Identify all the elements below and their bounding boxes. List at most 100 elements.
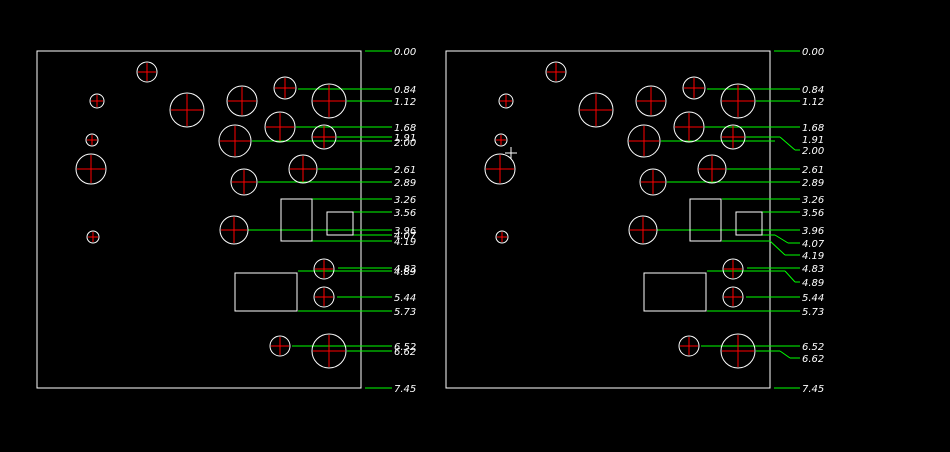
hole-circle	[635, 85, 667, 117]
dim-label: 1.91	[802, 135, 824, 146]
hole-circle	[678, 335, 700, 357]
dimension-labels: 0.00 0.84 1.12 1.68 1.91 2.00 2.61 2.89 …	[394, 47, 417, 395]
plate-outline	[445, 50, 771, 389]
hole-circle	[495, 230, 509, 244]
cutouts	[643, 198, 763, 312]
hole-circle	[311, 124, 337, 150]
dim-label: 2.00	[802, 146, 824, 157]
hole	[218, 124, 252, 158]
dim-label: 5.44	[394, 293, 416, 304]
hole	[313, 258, 335, 280]
dim-label: 7.45	[394, 384, 416, 395]
hole	[720, 333, 756, 369]
hole	[628, 215, 658, 245]
hole	[269, 335, 291, 357]
hole-circle	[722, 258, 744, 280]
hole	[136, 61, 158, 83]
hole	[682, 76, 706, 100]
hole	[498, 93, 514, 109]
crosshair-cursor-icon	[505, 147, 517, 159]
hole-circle	[639, 168, 667, 196]
hole-circle	[627, 124, 661, 158]
hole	[578, 92, 614, 128]
dim-label: 4.07	[802, 239, 825, 250]
dim-label: 4.89	[394, 267, 416, 278]
hole-circle	[545, 61, 567, 83]
hole	[722, 258, 744, 280]
hole-circle	[313, 258, 335, 280]
dim-label: 0.84	[394, 85, 416, 96]
hole	[678, 335, 700, 357]
dimension-labels: 0.00 0.84 1.12 1.68 1.91 2.00 2.61 2.89 …	[802, 47, 825, 395]
dim-label: 1.91	[394, 133, 416, 144]
hole-circle	[75, 153, 107, 185]
dim-label: 4.83	[394, 264, 416, 275]
holes	[484, 61, 756, 369]
hole-circle	[169, 92, 205, 128]
dim-label: 3.26	[802, 195, 824, 206]
hole	[85, 133, 99, 147]
dim-label: 5.44	[802, 293, 824, 304]
hole-circle	[269, 335, 291, 357]
hole-circle	[89, 93, 105, 109]
hole	[273, 76, 297, 100]
hole	[313, 286, 335, 308]
hole	[697, 154, 727, 184]
hole-circle	[720, 83, 756, 119]
hole-circle	[219, 215, 249, 245]
hole	[722, 286, 744, 308]
hole	[673, 111, 705, 143]
hole	[219, 215, 249, 245]
dim-label: 4.19	[802, 251, 824, 262]
hole-circle	[264, 111, 296, 143]
dim-label: 0.84	[802, 85, 824, 96]
hole	[495, 230, 509, 244]
dim-label: 5.73	[394, 307, 416, 318]
hole	[264, 111, 296, 143]
hole	[639, 168, 667, 196]
dim-label: 0.00	[802, 47, 824, 58]
dimension-leaders	[657, 50, 800, 389]
hole-circle	[85, 133, 99, 147]
dim-label: 6.52	[802, 342, 824, 353]
dim-label: 6.52	[394, 342, 416, 353]
hole	[635, 85, 667, 117]
hole	[311, 83, 347, 119]
hole	[288, 154, 318, 184]
hole-circle	[86, 230, 100, 244]
hole-circle	[484, 153, 516, 185]
dim-label: 1.12	[394, 97, 416, 108]
hole	[627, 124, 661, 158]
hole	[494, 133, 508, 147]
hole	[720, 124, 746, 150]
hole-circle	[313, 286, 335, 308]
dim-label: 7.45	[802, 384, 824, 395]
hole	[226, 85, 258, 117]
hole-circle	[230, 168, 258, 196]
dim-label: 4.83	[802, 264, 824, 275]
dim-label: 6.62	[394, 347, 416, 358]
dim-label: 3.96	[394, 226, 416, 237]
hole-circle	[682, 76, 706, 100]
dim-label: 1.12	[802, 97, 824, 108]
dim-label: 2.61	[394, 165, 416, 176]
hole-circle	[311, 83, 347, 119]
hole	[720, 83, 756, 119]
hole	[75, 153, 107, 185]
dim-label: 0.00	[394, 47, 416, 58]
holes	[75, 61, 347, 369]
hole-circle	[498, 93, 514, 109]
hole-circle	[720, 124, 746, 150]
dim-label: 2.89	[394, 178, 416, 189]
dim-label: 4.19	[394, 237, 416, 248]
right-drawing: 0.00 0.84 1.12 1.68 1.91 2.00 2.61 2.89 …	[445, 47, 825, 395]
hole-circle	[720, 333, 756, 369]
hole	[484, 153, 516, 185]
dim-label: 2.00	[394, 138, 416, 149]
hole	[311, 124, 337, 150]
dim-label: 3.96	[802, 226, 824, 237]
left-drawing: 0.00 0.84 1.12 1.68 1.91 2.00 2.61 2.89 …	[36, 47, 417, 395]
hole-circle	[218, 124, 252, 158]
hole-circle	[226, 85, 258, 117]
